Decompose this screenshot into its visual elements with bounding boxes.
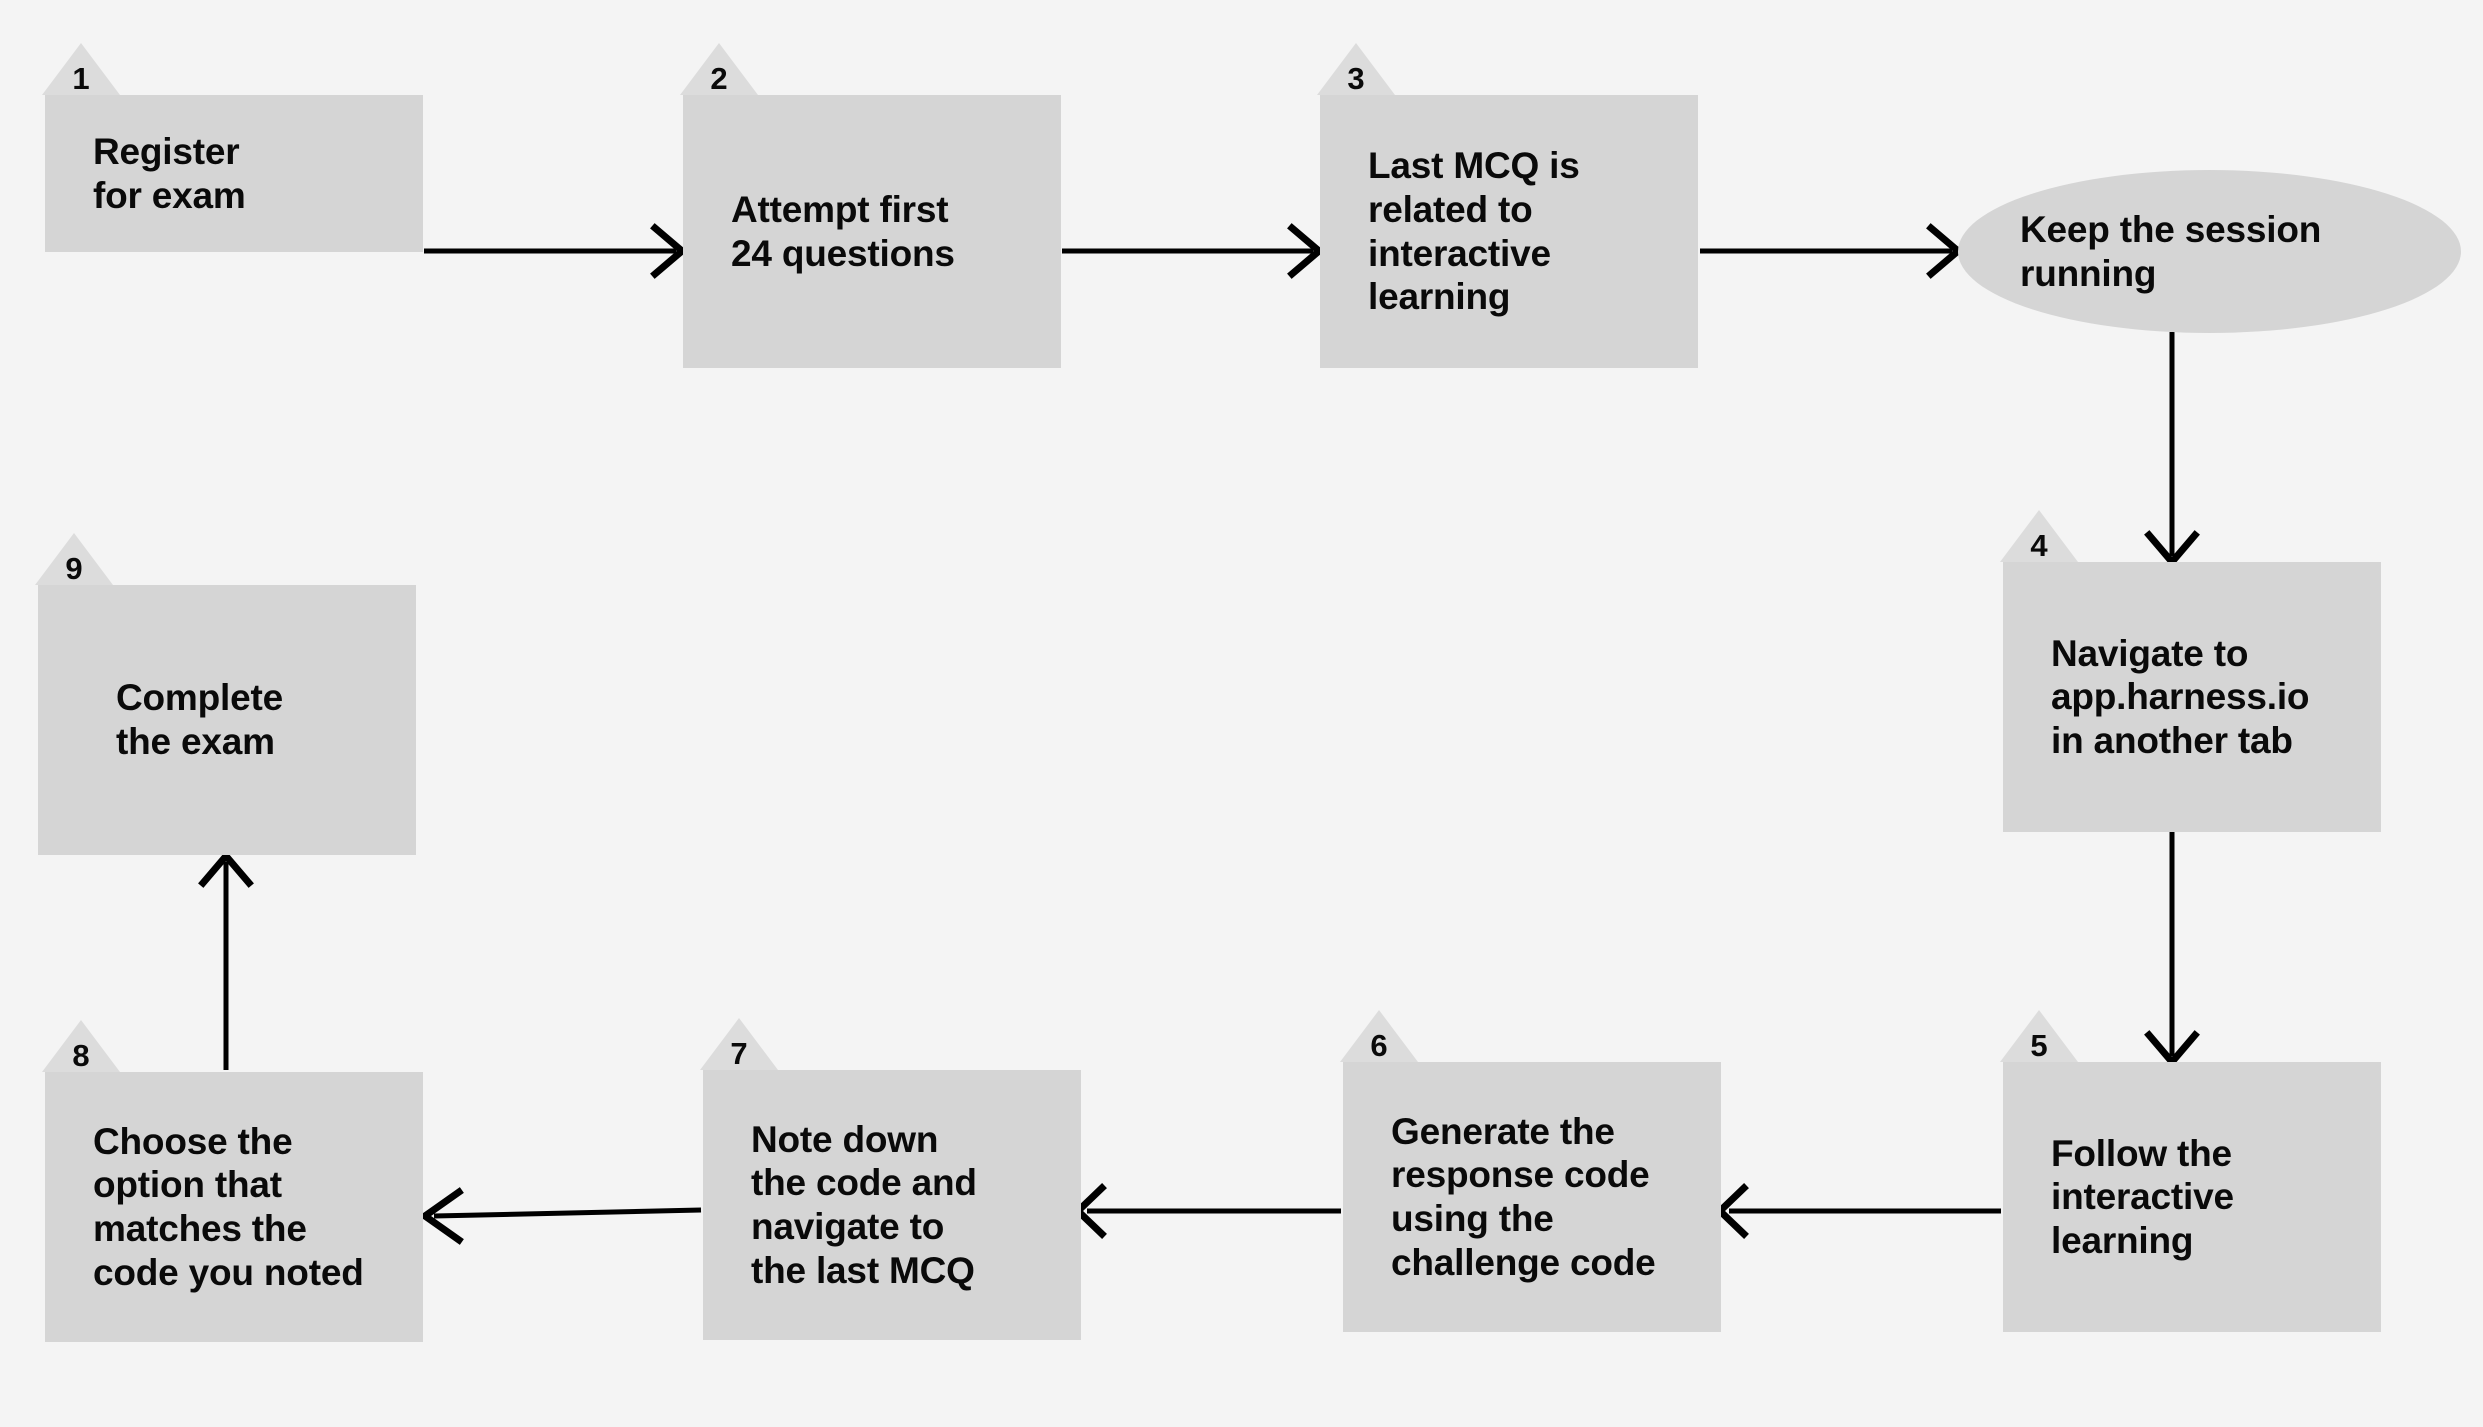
node-number: 9 [65,551,83,586]
edge-n2-n3 [1062,223,1325,279]
node-label: Follow the interactive learning [2051,1132,2234,1261]
node-label: Note down the code and navigate to the l… [751,1118,977,1291]
triangle-icon [42,1020,120,1072]
node-label: Complete the exam [116,677,283,762]
edge-n1-n2 [424,223,688,279]
edge-n5-n6 [1714,1183,2001,1239]
edge-n6-n7 [1072,1183,1341,1239]
node-last-mcq-interactive-learning[interactable]: Last MCQ is related to interactive learn… [1320,95,1698,368]
node-badge-8: 8 [42,1020,120,1072]
triangle-icon [35,533,113,585]
node-badge-2: 2 [680,43,758,95]
triangle-icon [700,1018,778,1070]
edge-n4-n5 [2144,832,2200,1068]
node-number: 7 [730,1036,748,1071]
node-badge-9: 9 [35,533,113,585]
node-badge-1: 1 [42,43,120,95]
node-register-for-exam[interactable]: Register for exam [45,95,423,252]
node-number: 4 [2030,528,2048,563]
triangle-icon [2000,1010,2078,1062]
node-label: Choose the option that matches the code … [93,1120,364,1293]
node-badge-5: 5 [2000,1010,2078,1062]
edge-n8-n9 [198,850,254,1070]
node-number: 8 [72,1038,90,1073]
edge-n7-n8 [418,1187,702,1245]
node-keep-the-session-running[interactable]: Keep the session running [1958,170,2461,333]
node-badge-6: 6 [1340,1010,1418,1062]
edge-n3-keep-session [1700,223,1964,279]
triangle-icon [680,43,758,95]
node-label: Attempt first 24 questions [731,188,955,274]
node-generate-response-code[interactable]: Generate the response code using the cha… [1343,1062,1721,1332]
node-label: Keep the session running [2020,208,2322,294]
node-badge-4: 4 [2000,510,2078,562]
node-number: 1 [72,61,90,96]
node-label: Generate the response code using the cha… [1391,1110,1656,1283]
node-label: Register for exam [93,130,246,216]
triangle-icon [1340,1010,1418,1062]
node-navigate-to-app-harness-io[interactable]: Navigate to app.harness.io in another ta… [2003,562,2381,832]
node-choose-matching-option[interactable]: Choose the option that matches the code … [45,1072,423,1342]
triangle-icon [42,43,120,95]
node-number: 5 [2030,1028,2048,1063]
node-number: 6 [1370,1028,1388,1063]
node-label: Last MCQ is related to interactive learn… [1368,145,1580,318]
node-complete-the-exam[interactable]: Complete the exam [38,585,416,855]
node-follow-the-interactive-learning[interactable]: Follow the interactive learning [2003,1062,2381,1332]
triangle-icon [2000,510,2078,562]
node-number: 3 [1347,61,1365,96]
node-badge-3: 3 [1317,43,1395,95]
node-attempt-first-24-questions[interactable]: Attempt first 24 questions [683,95,1061,368]
triangle-icon [1317,43,1395,95]
edge-keep-session-n4 [2144,332,2200,568]
node-note-down-code-navigate-last-mcq[interactable]: Note down the code and navigate to the l… [703,1070,1081,1340]
node-badge-7: 7 [700,1018,778,1070]
node-number: 2 [710,61,728,96]
node-label: Navigate to app.harness.io in another ta… [2051,632,2310,761]
